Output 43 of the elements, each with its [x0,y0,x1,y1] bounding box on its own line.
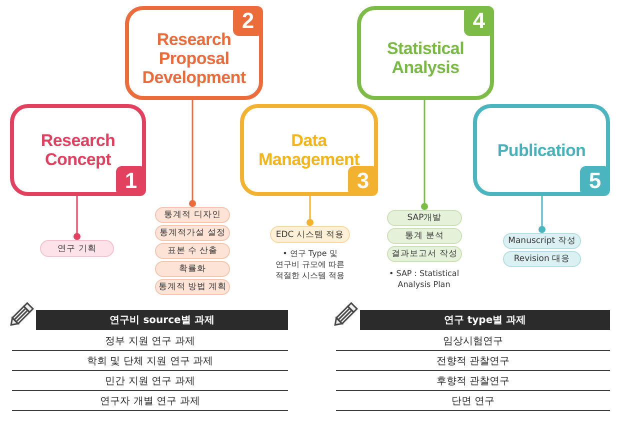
table-header: 연구비 source별 과제 [36,310,288,330]
connector-line [189,100,196,207]
task-pill: 표본 수 산출 [155,243,230,259]
stage-box [473,104,610,196]
task-pill: Revision 대응 [503,251,581,267]
stage-title: Data Management [258,131,361,169]
task-pill: 통계 분석 [387,228,462,244]
step-number-badge: 1 [116,166,146,196]
table-cell: 임상시험연구 [336,331,610,351]
step-number-badge: 3 [348,166,378,196]
note-text: • 연구 Type 및 연구비 규모에 따른 적절한 시스템 적용 [274,248,346,281]
task-pill: 결과보고서 작성 [387,246,462,262]
stage-box [240,104,378,196]
stage-title: Statistical Analysis [386,39,465,77]
stage-box [357,6,494,100]
note-text: • SAP : Statistical Analysis Plan [388,268,460,290]
task-pill: Manuscript 작성 [503,233,581,249]
task-pill: 연구 기획 [40,240,114,257]
table-cell: 정부 지원 연구 과제 [12,331,288,351]
task-pill: SAP개발 [387,210,462,226]
task-pill: EDC 시스템 적용 [270,226,350,243]
task-pill: 통계적 방법 계획 [155,279,230,295]
task-pill: 확률화 [155,261,230,277]
table-cell: 연구자 개별 연구 과제 [12,391,288,411]
stage-box [125,6,263,100]
table-cell: 민간 지원 연구 과제 [12,371,288,391]
connector-line [74,196,80,240]
task-pill: 통계적가설 설정 [155,225,230,241]
step-number-badge: 4 [464,6,494,36]
table-cell: 학회 및 단체 지원 연구 과제 [12,351,288,371]
stage-title: Publication [497,140,586,160]
step-number-badge: 2 [233,6,263,36]
table-cell: 단면 연구 [336,391,610,411]
task-pill: 통계적 디자인 [155,207,230,223]
connector-line [421,100,428,210]
table-cell: 전향적 관찰연구 [336,351,610,371]
table-cell: 후향적 관찰연구 [336,371,610,391]
connector-line [538,196,546,233]
stage-title: Research Concept [40,131,116,169]
table-header: 연구 type별 과제 [360,310,610,330]
stage-box [10,104,146,196]
step-number-badge: 5 [580,166,610,196]
connector-line [306,196,314,226]
